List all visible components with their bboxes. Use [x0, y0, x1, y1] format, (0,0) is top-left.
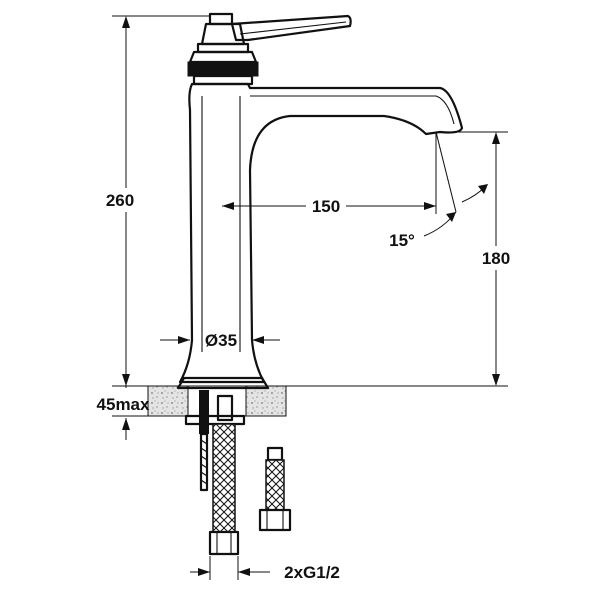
hose-right: [258, 446, 292, 532]
dimension-body-diameter: [160, 336, 280, 344]
dimension-spout-angle: [423, 131, 488, 237]
connection-label: 2xG1/2: [284, 563, 340, 582]
dimension-overall-height: [100, 15, 210, 387]
hose-left: [208, 394, 240, 556]
dimension-counter-thickness: [112, 376, 148, 440]
cartridge-cap: [187, 50, 259, 86]
counter-thickness-label: 45max: [97, 395, 150, 414]
lever-handle: [196, 12, 352, 54]
dimension-spout-reach: [222, 132, 437, 218]
spout-reach-label: 150: [312, 197, 340, 216]
faucet-body: [176, 82, 464, 390]
overall-height-label: 260: [106, 191, 134, 210]
body-diameter-label: Ø35: [205, 331, 237, 350]
dimension-connection: [190, 556, 270, 580]
dimension-spout-height: [286, 131, 518, 387]
spout-height-label: 180: [482, 249, 510, 268]
spout-angle-label: 15°: [389, 231, 415, 250]
